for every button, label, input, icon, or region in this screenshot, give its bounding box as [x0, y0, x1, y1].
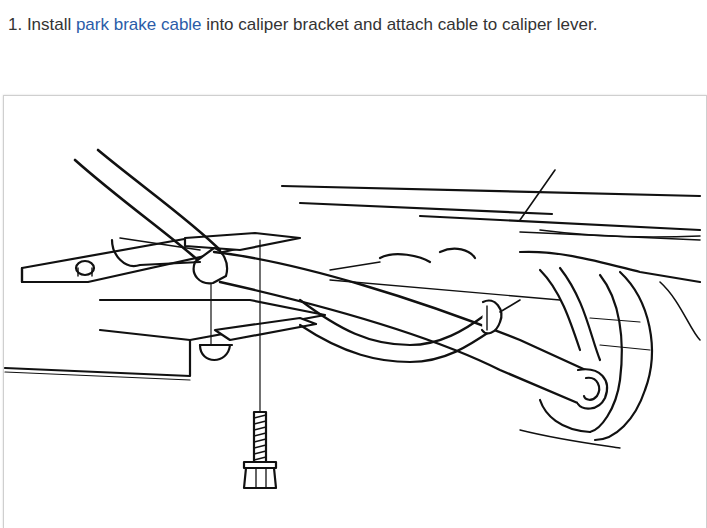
step-text: into caliper bracket and attach cable to…	[206, 15, 597, 34]
link-text: park brake cable	[76, 15, 202, 34]
instruction-line: 1. Install park brake cableinto caliper b…	[8, 14, 703, 36]
step-text: 1. Install	[8, 15, 71, 34]
